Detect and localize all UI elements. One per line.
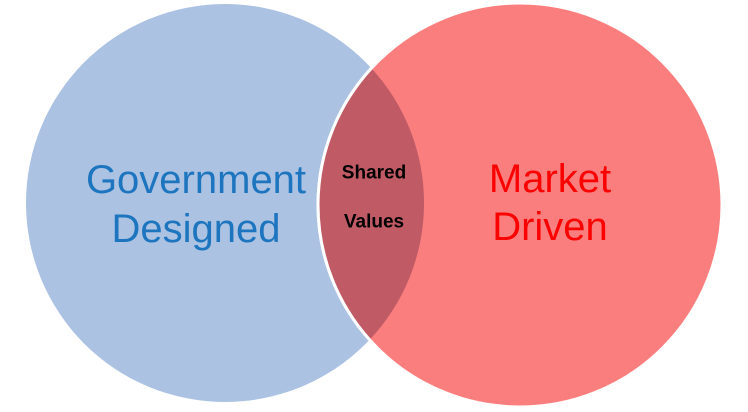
overlap-shape <box>318 68 425 340</box>
overlap-label: Shared Values <box>342 162 406 235</box>
left-circle-shape <box>26 4 424 402</box>
overlap-outline-arc <box>316 66 373 342</box>
right-label-line2: Driven <box>492 205 608 249</box>
left-label-line1: Government <box>85 158 307 202</box>
left-circle-label: Government Designed <box>86 156 306 254</box>
overlap-label-line1: Shared <box>341 162 407 184</box>
overlap-label-line2: Values <box>343 211 405 233</box>
left-label-line2: Designed <box>111 207 281 251</box>
right-circle-label: Market Driven <box>489 155 611 251</box>
right-label-line1: Market <box>488 157 612 201</box>
